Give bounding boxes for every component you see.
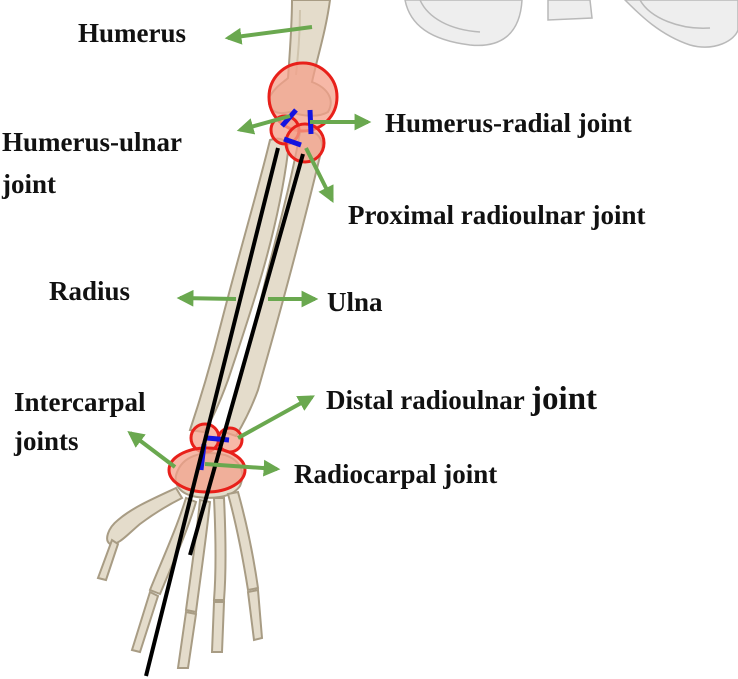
pointer-arrows [127, 25, 372, 477]
arrow-distal-radioulnar [237, 395, 315, 440]
label-ulna: Ulna [327, 287, 383, 317]
limb-axis-lines [144, 147, 305, 677]
hand-bones [96, 452, 264, 669]
arrow-radiocarpal [204, 459, 281, 477]
label-humerus-radial-joint: Humerus-radial joint [385, 108, 632, 138]
label-intercarpal-line2: joints [14, 426, 79, 456]
label-distal-radioulnar-prefix: Distal radioulnar [326, 385, 532, 415]
label-distal-radioulnar-joint: Distal radioulnar joint [326, 383, 597, 416]
label-humerus: Humerus [78, 18, 186, 48]
label-humerus-ulnar-line1: Humerus-ulnar [2, 127, 183, 157]
label-distal-radioulnar-suffix: joint [531, 381, 598, 417]
label-proximal-radioulnar-joint: Proximal radioulnar joint [348, 200, 646, 230]
ulna-bone [222, 130, 323, 438]
arrow-humerus [224, 25, 313, 45]
arrow-intercarpal [127, 430, 177, 469]
label-radiocarpal-joint: Radiocarpal joint [294, 459, 498, 489]
wrist-joint-ellipse-large [167, 446, 247, 494]
arrow-humerus-ulnar [236, 114, 291, 135]
label-radius: Radius [49, 276, 131, 306]
label-intercarpal-line1: Intercarpal [14, 387, 146, 417]
arrow-proximal-radioulnar [304, 147, 334, 204]
elbow-joint-circle-right [284, 122, 326, 164]
arrow-radius [176, 289, 237, 307]
ribcage-fragment [404, 0, 738, 48]
label-humerus-ulnar-line2: joint [2, 169, 56, 199]
